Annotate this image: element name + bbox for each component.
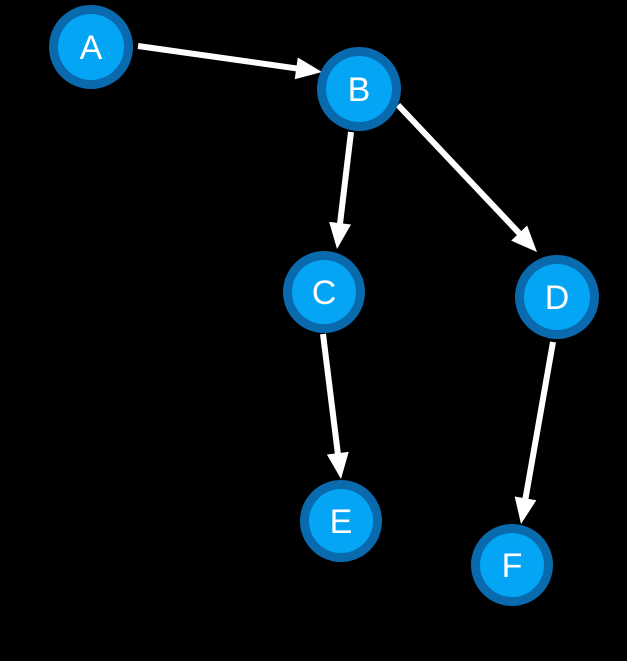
edge-line [320, 333, 342, 458]
node-label: F [502, 547, 523, 585]
arrowhead-icon [514, 496, 537, 524]
arrowhead-icon [294, 57, 322, 80]
node-fill [524, 264, 590, 330]
graph-edge-a-b[interactable] [137, 43, 322, 80]
graph-node-e[interactable]: E [300, 480, 382, 562]
node-fill [58, 14, 124, 80]
edge-line [336, 131, 354, 228]
nodes-layer: A B C D E F [49, 5, 599, 606]
arrowhead-icon [326, 451, 349, 479]
graph-node-d[interactable]: D [515, 255, 599, 339]
graph-node-a[interactable]: A [49, 5, 133, 89]
node-fill [326, 56, 392, 122]
edge-line [395, 102, 525, 239]
graph-edge-b-c[interactable] [329, 131, 354, 249]
arrowhead-icon [511, 225, 537, 252]
edge-line [137, 43, 301, 72]
graph-node-f[interactable]: F [471, 524, 553, 606]
arrowhead-icon [329, 221, 352, 249]
edges-layer [137, 43, 556, 524]
edge-line [521, 341, 556, 503]
graph-node-c[interactable]: C [283, 251, 365, 333]
node-label: A [80, 29, 103, 67]
node-label: B [348, 71, 371, 109]
node-label: D [545, 279, 570, 317]
node-fill [480, 533, 544, 597]
graph-edge-b-d[interactable] [395, 102, 537, 252]
node-fill [292, 260, 356, 324]
graph-edge-c-e[interactable] [320, 333, 349, 479]
node-fill [309, 489, 373, 553]
graph-node-b[interactable]: B [317, 47, 401, 131]
graph-edge-d-f[interactable] [514, 341, 556, 524]
node-label: E [330, 503, 353, 541]
node-label: C [312, 274, 337, 312]
